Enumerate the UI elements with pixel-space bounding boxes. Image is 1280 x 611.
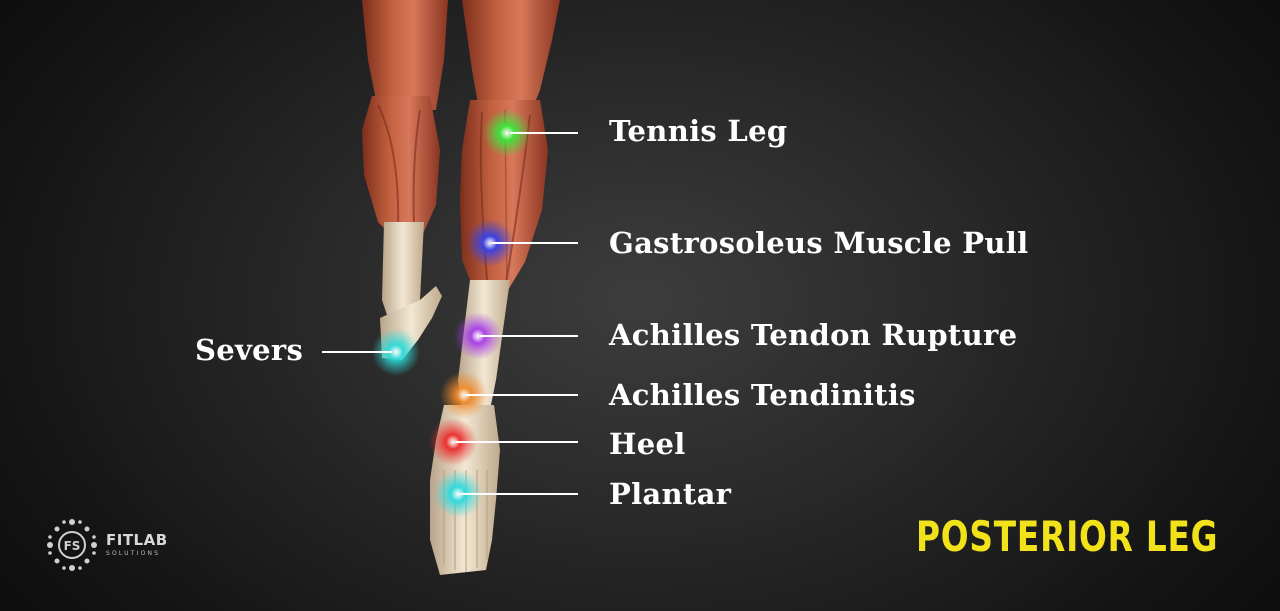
hotspot-gastrosoleus — [466, 219, 514, 267]
brand-subtitle: SOLUTIONS — [106, 550, 161, 557]
injury-label-achilles-tendon-rupture: Achilles Tendon Rupture — [609, 318, 1018, 352]
injury-label-heel: Heel — [609, 427, 686, 461]
injury-label-severs: Severs — [195, 333, 304, 367]
injury-markers — [322, 109, 578, 518]
injury-label-gastrosoleus-muscle-pull: Gastrosoleus Muscle Pull — [609, 226, 1029, 260]
diagram-title: POSTERIOR LEG — [916, 512, 1219, 561]
hotspot-heel — [429, 418, 477, 466]
hotspot-severs — [372, 328, 420, 376]
fitlab-logo-mark-icon: FS — [47, 519, 97, 571]
hotspot-achilles-rupture — [454, 312, 502, 360]
right-thigh — [462, 0, 560, 115]
injury-label-achilles-tendinitis: Achilles Tendinitis — [609, 378, 916, 412]
left-calf — [362, 96, 440, 242]
fitlab-monogram: FS — [64, 539, 81, 553]
brand-name: FITLAB — [106, 531, 168, 549]
hotspot-tennis-leg — [483, 109, 531, 157]
left-thigh — [362, 0, 448, 110]
left-leg — [362, 0, 448, 360]
injury-label-plantar: Plantar — [609, 477, 732, 511]
injury-label-tennis-leg: Tennis Leg — [609, 114, 788, 148]
fitlab-logo: FS FITLAB SOLUTIONS — [42, 516, 192, 574]
hotspot-plantar — [434, 470, 482, 518]
hotspot-achilles-tendinitis — [440, 371, 488, 419]
